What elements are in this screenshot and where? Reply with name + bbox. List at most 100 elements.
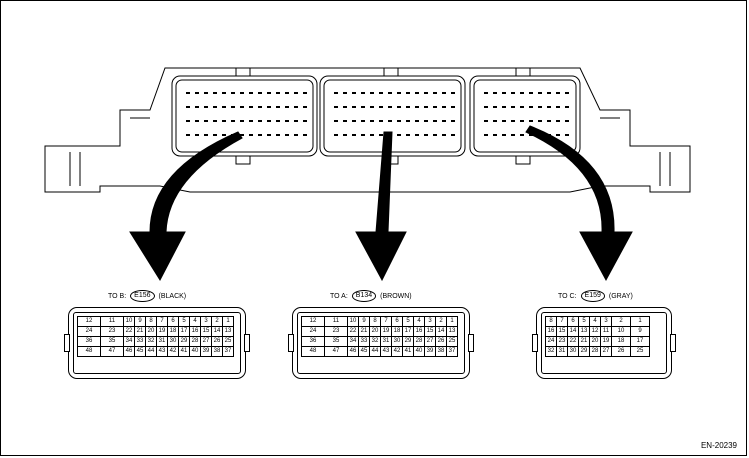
connector-label-c: TO C: E159 (GRAY) bbox=[558, 290, 633, 302]
pin-cell: 1 bbox=[446, 316, 458, 327]
pin-slot bbox=[484, 106, 488, 108]
pin-slot bbox=[529, 134, 533, 136]
pin-slot bbox=[343, 92, 347, 94]
pin-slot bbox=[442, 106, 446, 108]
pin-cell: 28 bbox=[413, 336, 425, 347]
pin-cell: 24 bbox=[77, 326, 101, 337]
pin-slot bbox=[451, 106, 455, 108]
pin-cell: 3 bbox=[424, 316, 436, 327]
pin-slot bbox=[204, 120, 208, 122]
pin-cell: 37 bbox=[222, 346, 234, 357]
pin-slot bbox=[511, 106, 515, 108]
connector-color: (BLACK) bbox=[158, 292, 187, 300]
pin-slot bbox=[556, 120, 560, 122]
pin-cell: 4 bbox=[413, 316, 425, 327]
pin-cell: 15 bbox=[556, 326, 568, 337]
pin-cell: 14 bbox=[211, 326, 223, 337]
pin-slot bbox=[222, 120, 226, 122]
pin-slot bbox=[222, 92, 226, 94]
pin-slot bbox=[267, 134, 271, 136]
pin-slot bbox=[520, 120, 524, 122]
pin-slot bbox=[361, 134, 365, 136]
pin-cell: 3 bbox=[600, 316, 612, 327]
pin-cell: 3 bbox=[200, 316, 212, 327]
pin-cell: 42 bbox=[167, 346, 179, 357]
pin-slot bbox=[442, 134, 446, 136]
pin-slot bbox=[276, 120, 280, 122]
pin-cell: 20 bbox=[589, 336, 601, 347]
pin-cell: 46 bbox=[123, 346, 135, 357]
pin-slot bbox=[303, 92, 307, 94]
pin-slot bbox=[565, 120, 569, 122]
pin-slot bbox=[213, 120, 217, 122]
pin-cell: 25 bbox=[446, 336, 458, 347]
pin-slot bbox=[484, 92, 488, 94]
pin-cell: 26 bbox=[611, 346, 631, 357]
pin-slot bbox=[249, 92, 253, 94]
pin-slot bbox=[547, 92, 551, 94]
pin-slot bbox=[424, 106, 428, 108]
pin-slot bbox=[406, 106, 410, 108]
pin-slot bbox=[538, 120, 542, 122]
pin-cell: 22 bbox=[123, 326, 135, 337]
connector-id: E156 bbox=[130, 290, 155, 302]
pin-cell: 12 bbox=[589, 326, 601, 337]
connector-prefix: TO A: bbox=[330, 292, 348, 300]
pin-slot bbox=[451, 92, 455, 94]
pin-slot bbox=[370, 106, 374, 108]
pin-cell: 13 bbox=[446, 326, 458, 337]
pin-cell: 9 bbox=[358, 316, 370, 327]
pin-cell: 33 bbox=[134, 336, 146, 347]
pin-cell: 42 bbox=[391, 346, 403, 357]
pin-cell: 13 bbox=[222, 326, 234, 337]
ecu-connector-middle bbox=[319, 75, 466, 157]
pin-cell: 4 bbox=[589, 316, 601, 327]
pin-slot bbox=[529, 92, 533, 94]
pin-cell: 18 bbox=[611, 336, 631, 347]
pin-slot bbox=[343, 134, 347, 136]
pin-cell: 27 bbox=[424, 336, 436, 347]
pin-slot bbox=[511, 92, 515, 94]
pin-slot bbox=[204, 106, 208, 108]
pin-cell: 14 bbox=[567, 326, 579, 337]
pin-cell: 36 bbox=[301, 336, 325, 347]
pin-slot bbox=[511, 120, 515, 122]
pin-slot bbox=[379, 106, 383, 108]
pin-slot bbox=[361, 92, 365, 94]
pin-cell: 30 bbox=[391, 336, 403, 347]
pin-slot bbox=[294, 120, 298, 122]
pin-cell: 16 bbox=[413, 326, 425, 337]
pin-slot bbox=[424, 134, 428, 136]
pin-slot bbox=[484, 120, 488, 122]
pin-cell: 7 bbox=[156, 316, 168, 327]
pin-slot bbox=[502, 120, 506, 122]
pin-cell: 46 bbox=[347, 346, 359, 357]
pin-slot bbox=[565, 92, 569, 94]
connector-label-b: TO B: E156 (BLACK) bbox=[108, 290, 186, 302]
pin-slot bbox=[352, 134, 356, 136]
pin-slot bbox=[267, 120, 271, 122]
pin-cell: 31 bbox=[556, 346, 568, 357]
pin-cell: 7 bbox=[380, 316, 392, 327]
pin-cell: 6 bbox=[567, 316, 579, 327]
pin-cell: 5 bbox=[402, 316, 414, 327]
pin-slot bbox=[303, 134, 307, 136]
pin-slot bbox=[249, 134, 253, 136]
pin-slot bbox=[334, 106, 338, 108]
pin-cell: 47 bbox=[100, 346, 124, 357]
pin-slot bbox=[547, 120, 551, 122]
pin-slot bbox=[213, 106, 217, 108]
pin-slot bbox=[520, 106, 524, 108]
pin-cell: 19 bbox=[380, 326, 392, 337]
pin-slot bbox=[285, 106, 289, 108]
pin-cell: 18 bbox=[167, 326, 179, 337]
